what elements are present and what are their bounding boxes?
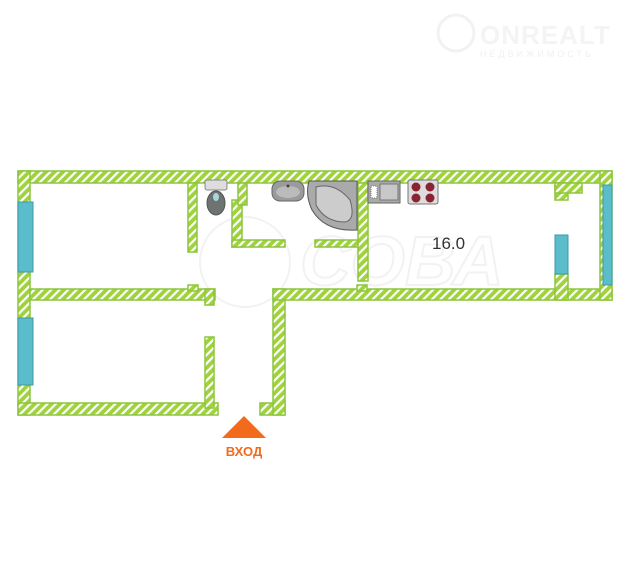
logo-subtitle: НЕДВИЖИМОСТЬ: [480, 49, 594, 59]
walls: [17, 170, 613, 416]
watermark-emblem: [199, 216, 291, 308]
sink-icon: [271, 180, 305, 202]
watermark-text: СОВА: [300, 222, 503, 300]
window: [554, 234, 569, 275]
logo-name: ONREALT: [480, 20, 611, 50]
bathtub-icon: [307, 180, 358, 231]
house-pin-icon: [436, 13, 476, 53]
window: [17, 201, 34, 273]
kitchen-sink-icon: [367, 180, 401, 204]
window: [17, 317, 34, 386]
entrance-label: ВХОД: [226, 444, 263, 459]
stove-icon: [407, 179, 439, 205]
window: [602, 184, 613, 286]
logo: ONREALT НЕДВИЖИМОСТЬ: [436, 13, 611, 59]
room-area-label: 16.0: [432, 234, 465, 253]
toilet-icon: [204, 179, 228, 216]
entrance-arrow-icon: [222, 416, 266, 438]
